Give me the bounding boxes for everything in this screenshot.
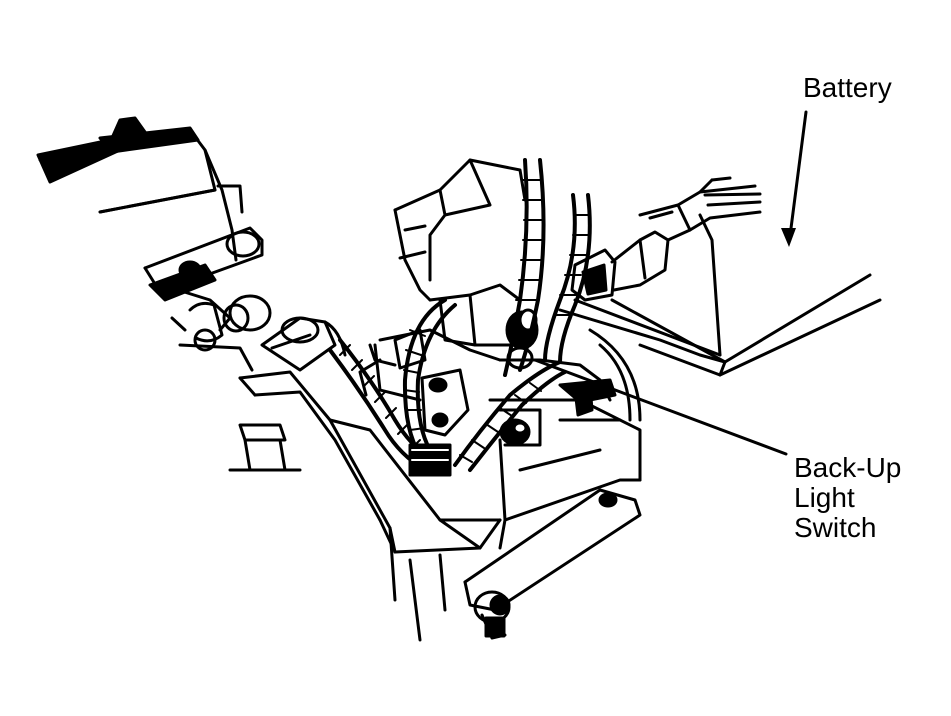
backup-switch-leader-line xyxy=(533,358,788,456)
lower-support-arm xyxy=(463,488,642,640)
mount-bracket xyxy=(358,328,470,437)
callout-leaders xyxy=(533,110,808,456)
backup-label-line-2: Light xyxy=(794,482,855,513)
frame-rail xyxy=(228,370,502,642)
battery xyxy=(558,213,882,377)
fender-panel xyxy=(36,116,244,262)
backup-label-line-3: Switch xyxy=(794,512,877,543)
battery-leader-line xyxy=(788,110,808,238)
linkage-bracket xyxy=(143,226,272,372)
wiring-harness xyxy=(328,158,592,472)
battery-arrowhead xyxy=(781,228,796,247)
backup-label-line-1: Back-Up xyxy=(794,452,902,483)
backup-light-switch-label: Back-Up Light Switch xyxy=(794,453,901,543)
battery-label: Battery xyxy=(803,72,892,103)
harness-connector-right xyxy=(570,176,762,302)
harness-connector-left xyxy=(260,316,452,477)
